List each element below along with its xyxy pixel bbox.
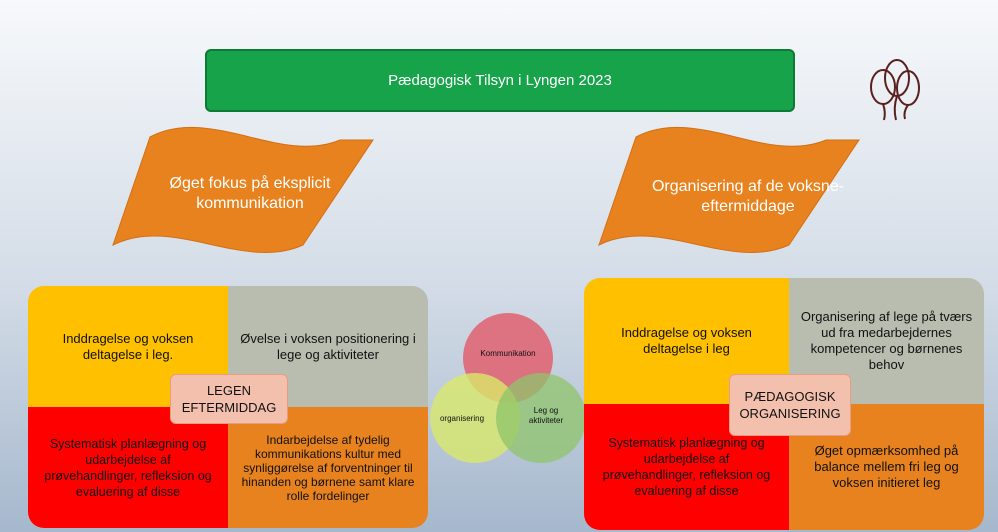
right-quad-bottom-left: Systematisk planlægning og udarbejdelse … bbox=[584, 404, 789, 530]
venn-circle-right bbox=[496, 373, 586, 463]
title-box: Pædagogisk Tilsyn i Lyngen 2023 bbox=[205, 49, 795, 112]
banner-left-text: Øget fokus på eksplicit kommunikation bbox=[169, 175, 331, 212]
left-quad-top-left: Inddragelse og voksen deltagelse i leg. bbox=[28, 286, 228, 407]
venn-circle-left bbox=[430, 373, 520, 463]
venn-label-left: organisering bbox=[439, 414, 485, 423]
banner-right bbox=[598, 126, 860, 253]
right-quad-bottom-right: Øget opmærksomhed på balance mellem fri … bbox=[789, 404, 984, 530]
title-text: Pædagogisk Tilsyn i Lyngen 2023 bbox=[388, 72, 612, 89]
left-matrix: Inddragelse og voksen deltagelse i leg. … bbox=[28, 286, 428, 528]
venn-label-right: Leg og aktiviteter bbox=[528, 406, 564, 425]
left-quad-bottom-left: Systematisk planlægning og udarbejdelse … bbox=[28, 407, 228, 528]
left-matrix-center: LEGEN EFTERMIDDAG bbox=[170, 374, 288, 424]
left-quad-bottom-right: Indarbejdelse af tydelig kommunikations … bbox=[228, 407, 428, 528]
banner-right-text: Organisering af de voksne-eftermiddage bbox=[651, 178, 845, 215]
right-quad-top-left: Inddragelse og voksen deltagelse i leg bbox=[584, 278, 789, 404]
venn-label-top: Kommunikation bbox=[480, 349, 536, 358]
banner-left bbox=[112, 126, 374, 253]
right-matrix-center: PÆDAGOGISK ORGANISERING bbox=[729, 374, 851, 436]
right-matrix: Inddragelse og voksen deltagelse i leg O… bbox=[584, 278, 984, 530]
